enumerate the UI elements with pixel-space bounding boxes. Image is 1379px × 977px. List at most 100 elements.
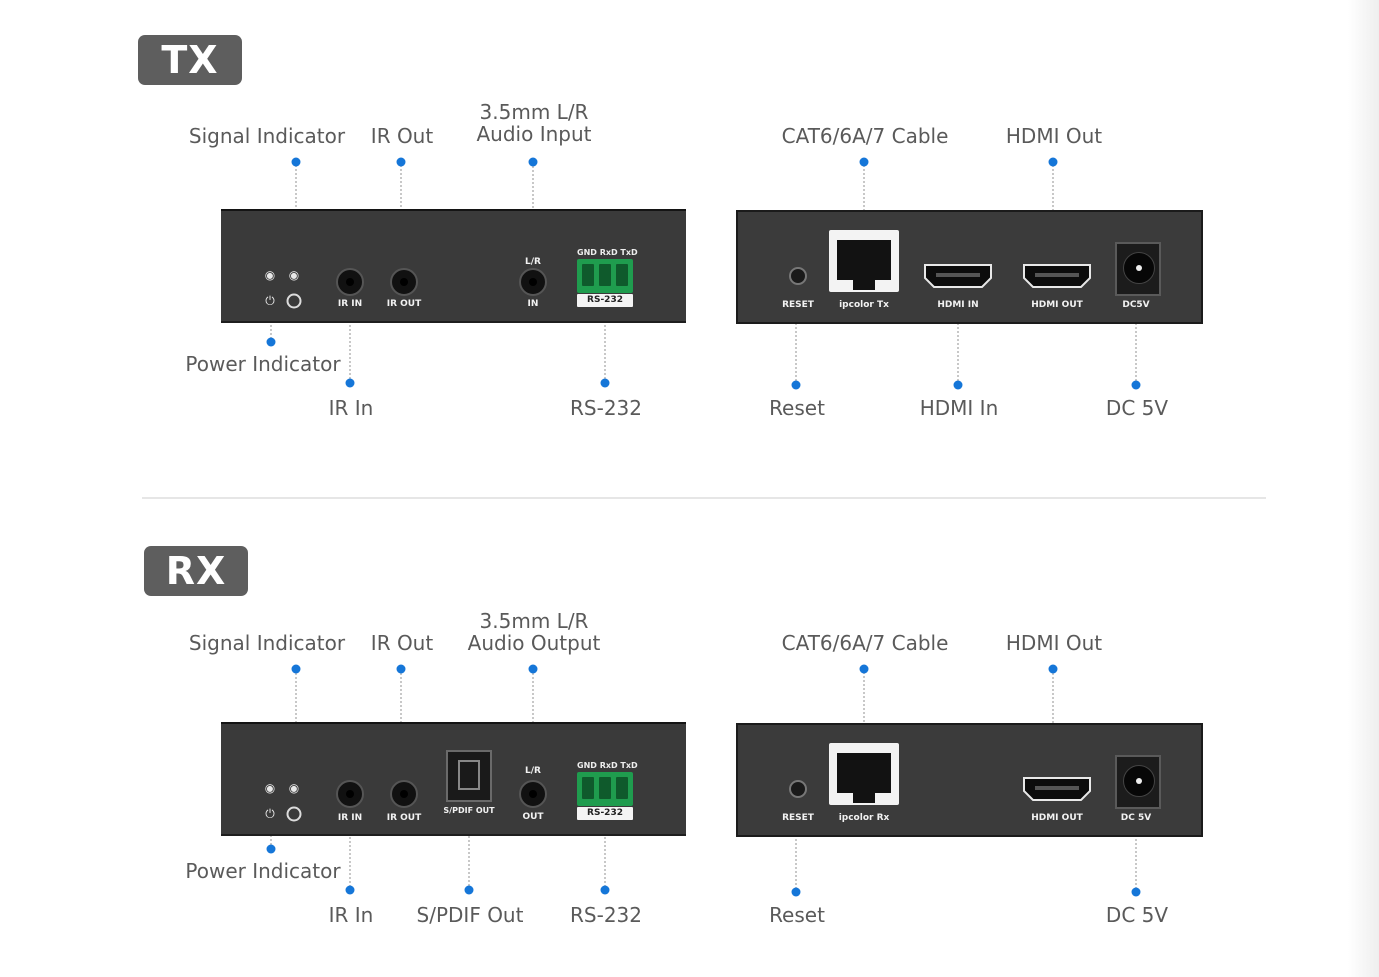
rj45-port-label: ipcolor Rx xyxy=(838,813,890,823)
callout-dot xyxy=(396,664,406,674)
lr-port-label: L/R xyxy=(525,257,541,267)
audio-label-line1: 3.5mm L/R xyxy=(479,609,589,633)
power-led-icon xyxy=(286,806,302,822)
callout-dot xyxy=(291,157,301,167)
ir-in-label: IR In xyxy=(328,903,374,927)
hdmi-out-port-label: HDMI OUT xyxy=(1031,300,1083,310)
callout-dot xyxy=(464,885,474,895)
hdmi-out-port-label: HDMI OUT xyxy=(1031,813,1083,823)
hdmi-out-port-icon xyxy=(1023,264,1091,288)
callout-dot xyxy=(1048,157,1058,167)
lr-port-label: L/R xyxy=(525,766,541,776)
callout-dot xyxy=(266,844,276,854)
dc-port-label: DC 5V xyxy=(1120,813,1152,823)
reset-port-label: RESET xyxy=(782,300,814,310)
signal-led-icon: ◉ xyxy=(264,781,276,795)
callout-dot xyxy=(345,885,355,895)
hdmi-in-port-icon xyxy=(924,264,992,288)
reset-port-label: RESET xyxy=(782,813,814,823)
callout-dot xyxy=(291,664,301,674)
tx-rear-panel: RESET ipcolor Tx HDMI IN HDMI OUT DC5V xyxy=(736,210,1203,324)
terminal-pin xyxy=(616,264,628,286)
rs232-pin-labels: GND RxD TxD xyxy=(577,248,638,257)
callout-dot xyxy=(396,157,406,167)
terminal-pin xyxy=(599,777,611,799)
callout-dot xyxy=(600,885,610,895)
signal-led-icon: ◉ xyxy=(288,268,300,282)
leader-line xyxy=(349,284,351,383)
audio-label-line1: 3.5mm L/R xyxy=(479,100,589,124)
power-indicator-label: Power Indicator xyxy=(185,859,341,883)
terminal-pin xyxy=(582,777,594,799)
rx-rear-panel: RESET ipcolor Rx HDMI OUT DC 5V xyxy=(736,723,1203,837)
callout-dot xyxy=(528,157,538,167)
power-symbol-icon: ⏻ xyxy=(265,293,275,308)
dc-jack-icon xyxy=(1115,755,1161,809)
audio-in-jack xyxy=(519,268,547,296)
page-edge-shade xyxy=(1348,0,1379,977)
reset-label: Reset xyxy=(769,903,825,927)
cable-label: CAT6/6A/7 Cable xyxy=(781,631,949,655)
dc-label: DC 5V xyxy=(1105,396,1169,420)
reset-label: Reset xyxy=(769,396,825,420)
signal-indicator-label: Signal Indicator xyxy=(188,124,346,148)
leader-line xyxy=(349,798,351,890)
power-indicator-label: Power Indicator xyxy=(185,352,341,376)
rs232-port-label: RS-232 xyxy=(577,807,633,820)
ir-in-port-label: IR IN xyxy=(337,299,363,309)
callout-dot xyxy=(528,664,538,674)
signal-led-icon: ◉ xyxy=(264,268,276,282)
leader-line xyxy=(1135,276,1137,385)
callout-dot xyxy=(266,337,276,347)
reset-button-icon xyxy=(789,780,807,798)
audio-label-line2: Audio Input xyxy=(476,122,592,146)
leader-line xyxy=(795,288,797,385)
rj45-port-label: ipcolor Tx xyxy=(839,300,889,310)
tx-badge: TX xyxy=(138,35,242,85)
audio-out-jack xyxy=(519,780,547,808)
dc-jack-icon xyxy=(1115,242,1161,296)
leader-line xyxy=(468,792,470,890)
callout-dot xyxy=(1131,887,1141,897)
callout-dot xyxy=(859,157,869,167)
audio-in-port-label: IN xyxy=(527,299,539,309)
callout-dot xyxy=(953,380,963,390)
rs232-label: RS-232 xyxy=(570,903,642,927)
leader-line xyxy=(863,162,865,242)
leader-line xyxy=(863,669,865,753)
ir-out-label: IR Out xyxy=(370,631,434,655)
callout-dot xyxy=(345,378,355,388)
ir-out-port-label: IR OUT xyxy=(386,813,422,823)
dc-label: DC 5V xyxy=(1105,903,1169,927)
spdif-label: S/PDIF Out xyxy=(416,903,524,927)
power-symbol-icon: ⏻ xyxy=(265,806,275,821)
signal-led-icon: ◉ xyxy=(288,781,300,795)
hdmi-out-label: HDMI Out xyxy=(1005,124,1103,148)
rj45-port-icon xyxy=(829,230,899,292)
hdmi-out-label: HDMI Out xyxy=(1005,631,1103,655)
rx-badge: RX xyxy=(144,546,248,596)
rs232-label: RS-232 xyxy=(570,396,642,420)
ir-out-port-label: IR OUT xyxy=(386,299,422,309)
section-divider xyxy=(142,497,1266,499)
tx-front-panel: ◉ ◉ ⏻ IR IN IR OUT L/R IN GND RxD TxD RS… xyxy=(221,209,686,323)
leader-line xyxy=(604,304,606,383)
spdif-port-icon xyxy=(446,750,492,802)
ir-out-label: IR Out xyxy=(370,124,434,148)
audio-out-port-label: OUT xyxy=(522,812,544,822)
rs232-port-label: RS-232 xyxy=(577,294,633,307)
cable-label: CAT6/6A/7 Cable xyxy=(781,124,949,148)
spdif-port-label: S/PDIF OUT xyxy=(443,806,495,815)
power-led-icon xyxy=(286,293,302,309)
hdmi-out-port-icon xyxy=(1023,777,1091,801)
ir-in-label: IR In xyxy=(328,396,374,420)
ir-out-jack xyxy=(390,268,418,296)
leader-line xyxy=(795,792,797,892)
signal-indicator-label: Signal Indicator xyxy=(188,631,346,655)
reset-button-icon xyxy=(789,267,807,285)
rs232-pin-labels: GND RxD TxD xyxy=(577,761,638,770)
callout-dot xyxy=(600,378,610,388)
rx-front-panel: ◉ ◉ ⏻ IR IN IR OUT S/PDIF OUT L/R OUT GN… xyxy=(221,722,686,836)
rj45-port-icon xyxy=(829,743,899,805)
callout-dot xyxy=(859,664,869,674)
